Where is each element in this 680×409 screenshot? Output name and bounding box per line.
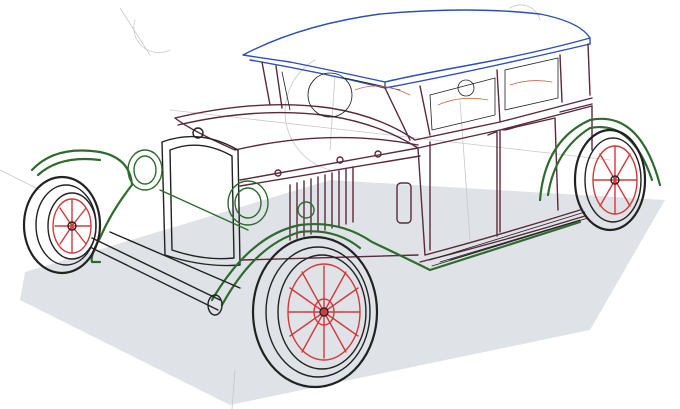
right-headlamp: [227, 180, 269, 226]
ground-shadow: [20, 180, 665, 405]
front-axle: [91, 231, 241, 316]
running-board: [429, 211, 589, 267]
front-left-wheel: [22, 175, 102, 275]
seat-interior: [354, 80, 553, 106]
radiator-grille: [161, 127, 241, 267]
cabin-interior: [281, 57, 559, 131]
headlamps: [127, 149, 315, 231]
left-headlamp: [127, 149, 163, 191]
car-body: [174, 43, 593, 263]
front-right-wheel: [251, 235, 379, 389]
rear-wheel: [573, 128, 647, 232]
front-right-fender: [210, 220, 582, 307]
roof: [242, 9, 591, 89]
